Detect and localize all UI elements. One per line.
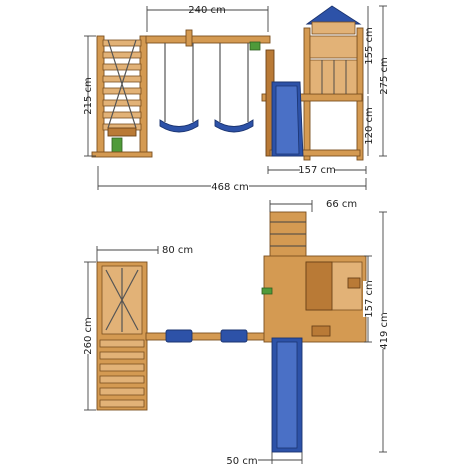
side-width-label: 240 cm [188, 5, 226, 16]
top-dim-total-depth: 419 cm [378, 211, 392, 453]
side-total-height-label: 275 cm [379, 57, 390, 95]
side-dim-width: 240 cm [146, 5, 269, 32]
top-climbing-frame [96, 261, 148, 411]
side-slide [271, 81, 304, 157]
top-tower-extension [269, 211, 307, 259]
side-deck-height-label: 120 cm [364, 107, 375, 145]
side-left-height-label: 215 cm [83, 77, 94, 115]
top-swing-beam [145, 329, 269, 343]
top-ladder-length-label: 260 cm [83, 317, 94, 355]
side-view: 240 cm 215 cm 155 cm 275 cm 120 cm 1 [83, 5, 390, 193]
side-dim-left-height: 215 cm [83, 35, 96, 157]
top-dim-ladder-width: 80 cm [96, 245, 193, 262]
top-view: 66 cm 80 cm 260 cm 157 cm 419 c [81, 199, 392, 467]
side-dim-deck-height: 120 cm [364, 96, 375, 156]
top-tower-ext-label: 66 cm [326, 199, 357, 210]
top-tower-platform [261, 255, 367, 343]
side-total-width-label: 468 cm [211, 182, 249, 193]
top-dim-ladder-length: 260 cm [81, 261, 96, 411]
top-slide-width-label: 50 cm [226, 456, 257, 467]
side-tower-width-label: 157 cm [298, 165, 336, 176]
top-dim-tower-depth: 157 cm [363, 255, 377, 343]
side-climbing-frame [91, 35, 153, 158]
top-dim-tower-ext: 66 cm [269, 199, 357, 212]
side-swing-2 [214, 43, 254, 133]
side-dim-tower-width: 157 cm [267, 163, 367, 176]
top-tower-depth-label: 157 cm [364, 280, 375, 318]
top-slide [271, 337, 303, 453]
top-dim-slide-width: 50 cm [226, 452, 303, 467]
top-ladder-width-label: 80 cm [162, 245, 193, 256]
side-roof-label: 155 cm [364, 27, 375, 65]
top-total-depth-label: 419 cm [379, 312, 390, 350]
side-swing-beam [145, 29, 271, 51]
side-dim-total-height: 275 cm [379, 5, 390, 157]
side-dim-roof: 155 cm [364, 6, 375, 94]
side-dim-total-width: 468 cm [97, 166, 367, 193]
side-swing-1 [159, 43, 199, 133]
